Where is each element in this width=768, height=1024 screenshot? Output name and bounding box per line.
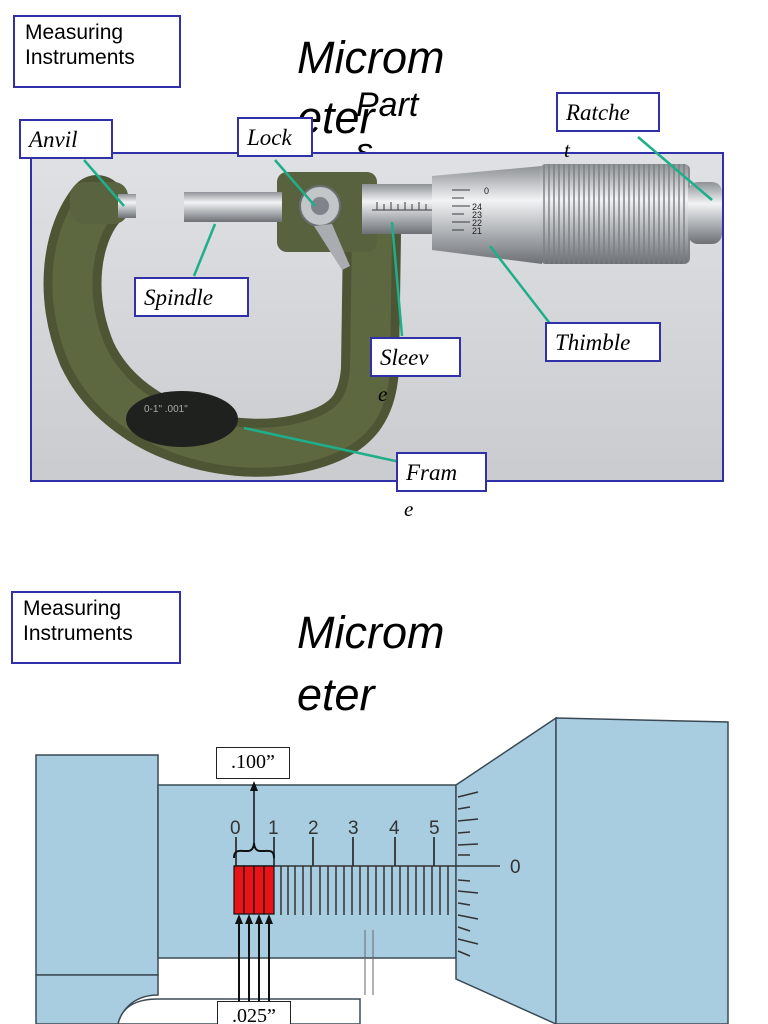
label-spindle-text: Spindle (144, 285, 213, 310)
label-thimble: Thimble (545, 322, 661, 362)
micrometer-illustration: 0 24 23 22 21 0-1" .001" (32, 154, 722, 480)
slide-title: Microm (297, 32, 445, 83)
label-anvil-text: Anvil (29, 127, 78, 152)
sleeve-number-5: 5 (429, 818, 440, 839)
label-sleeve-tail: e (378, 382, 388, 406)
section-label: Measuring Instruments (11, 591, 181, 664)
micrometer-photo: 0 24 23 22 21 0-1" .001" (30, 152, 724, 482)
section-label-line1: Measuring (25, 21, 124, 44)
dimension-025-label: .025” (217, 1001, 291, 1024)
label-sleeve: Sleev (370, 337, 461, 377)
label-lock-text: Lock (247, 125, 292, 150)
sleeve-number-24: 24 (472, 202, 482, 212)
slide-title-line1: Microm (297, 607, 445, 658)
label-ratchet-text: Ratche (566, 100, 630, 125)
label-ratchet-tail: t (564, 138, 570, 162)
label-frame-text: Fram (406, 460, 458, 485)
section-label-line1: Measuring (23, 597, 122, 620)
sleeve-number-1: 1 (268, 818, 279, 839)
frame-engraving: 0-1" .001" (144, 404, 188, 415)
label-sleeve-text: Sleev (380, 345, 429, 370)
label-anvil: Anvil (19, 119, 113, 159)
callout-lines (83, 136, 713, 464)
section-label-line2: Instruments (25, 46, 135, 69)
sleeve-number-23: 23 (472, 210, 482, 220)
section-label-line2: Instruments (23, 622, 133, 645)
sleeve-number-21: 21 (472, 226, 482, 236)
label-thimble-text: Thimble (555, 330, 631, 355)
slide-micrometer-scale: Measuring Instruments Microm eter (0, 575, 768, 1024)
slide-title-line2: eter (297, 669, 375, 720)
sleeve-number-2: 2 (308, 818, 319, 839)
sleeve-number-0: 0 (484, 186, 489, 196)
sleeve-number-0: 0 (230, 818, 241, 839)
label-frame: Fram (396, 452, 487, 492)
sleeve-number-3: 3 (348, 818, 359, 839)
label-ratchet: Ratche (556, 92, 660, 132)
sleeve-number-22: 22 (472, 218, 482, 228)
slide-micrometer-parts: Measuring Instruments Microm eter Part s (13, 15, 724, 521)
sleeve-number-4: 4 (389, 818, 400, 839)
section-label: Measuring Instruments (13, 15, 181, 88)
slide-subtitle-part1: Part (356, 86, 419, 124)
label-frame-tail: e (404, 497, 414, 521)
dimension-100-label: .100” (216, 747, 290, 779)
label-lock: Lock (237, 117, 313, 157)
thimble-zero: 0 (510, 857, 521, 878)
label-spindle: Spindle (134, 277, 249, 317)
micrometer-scale-diagram: 0 1 2 3 4 5 0 (35, 716, 729, 1024)
